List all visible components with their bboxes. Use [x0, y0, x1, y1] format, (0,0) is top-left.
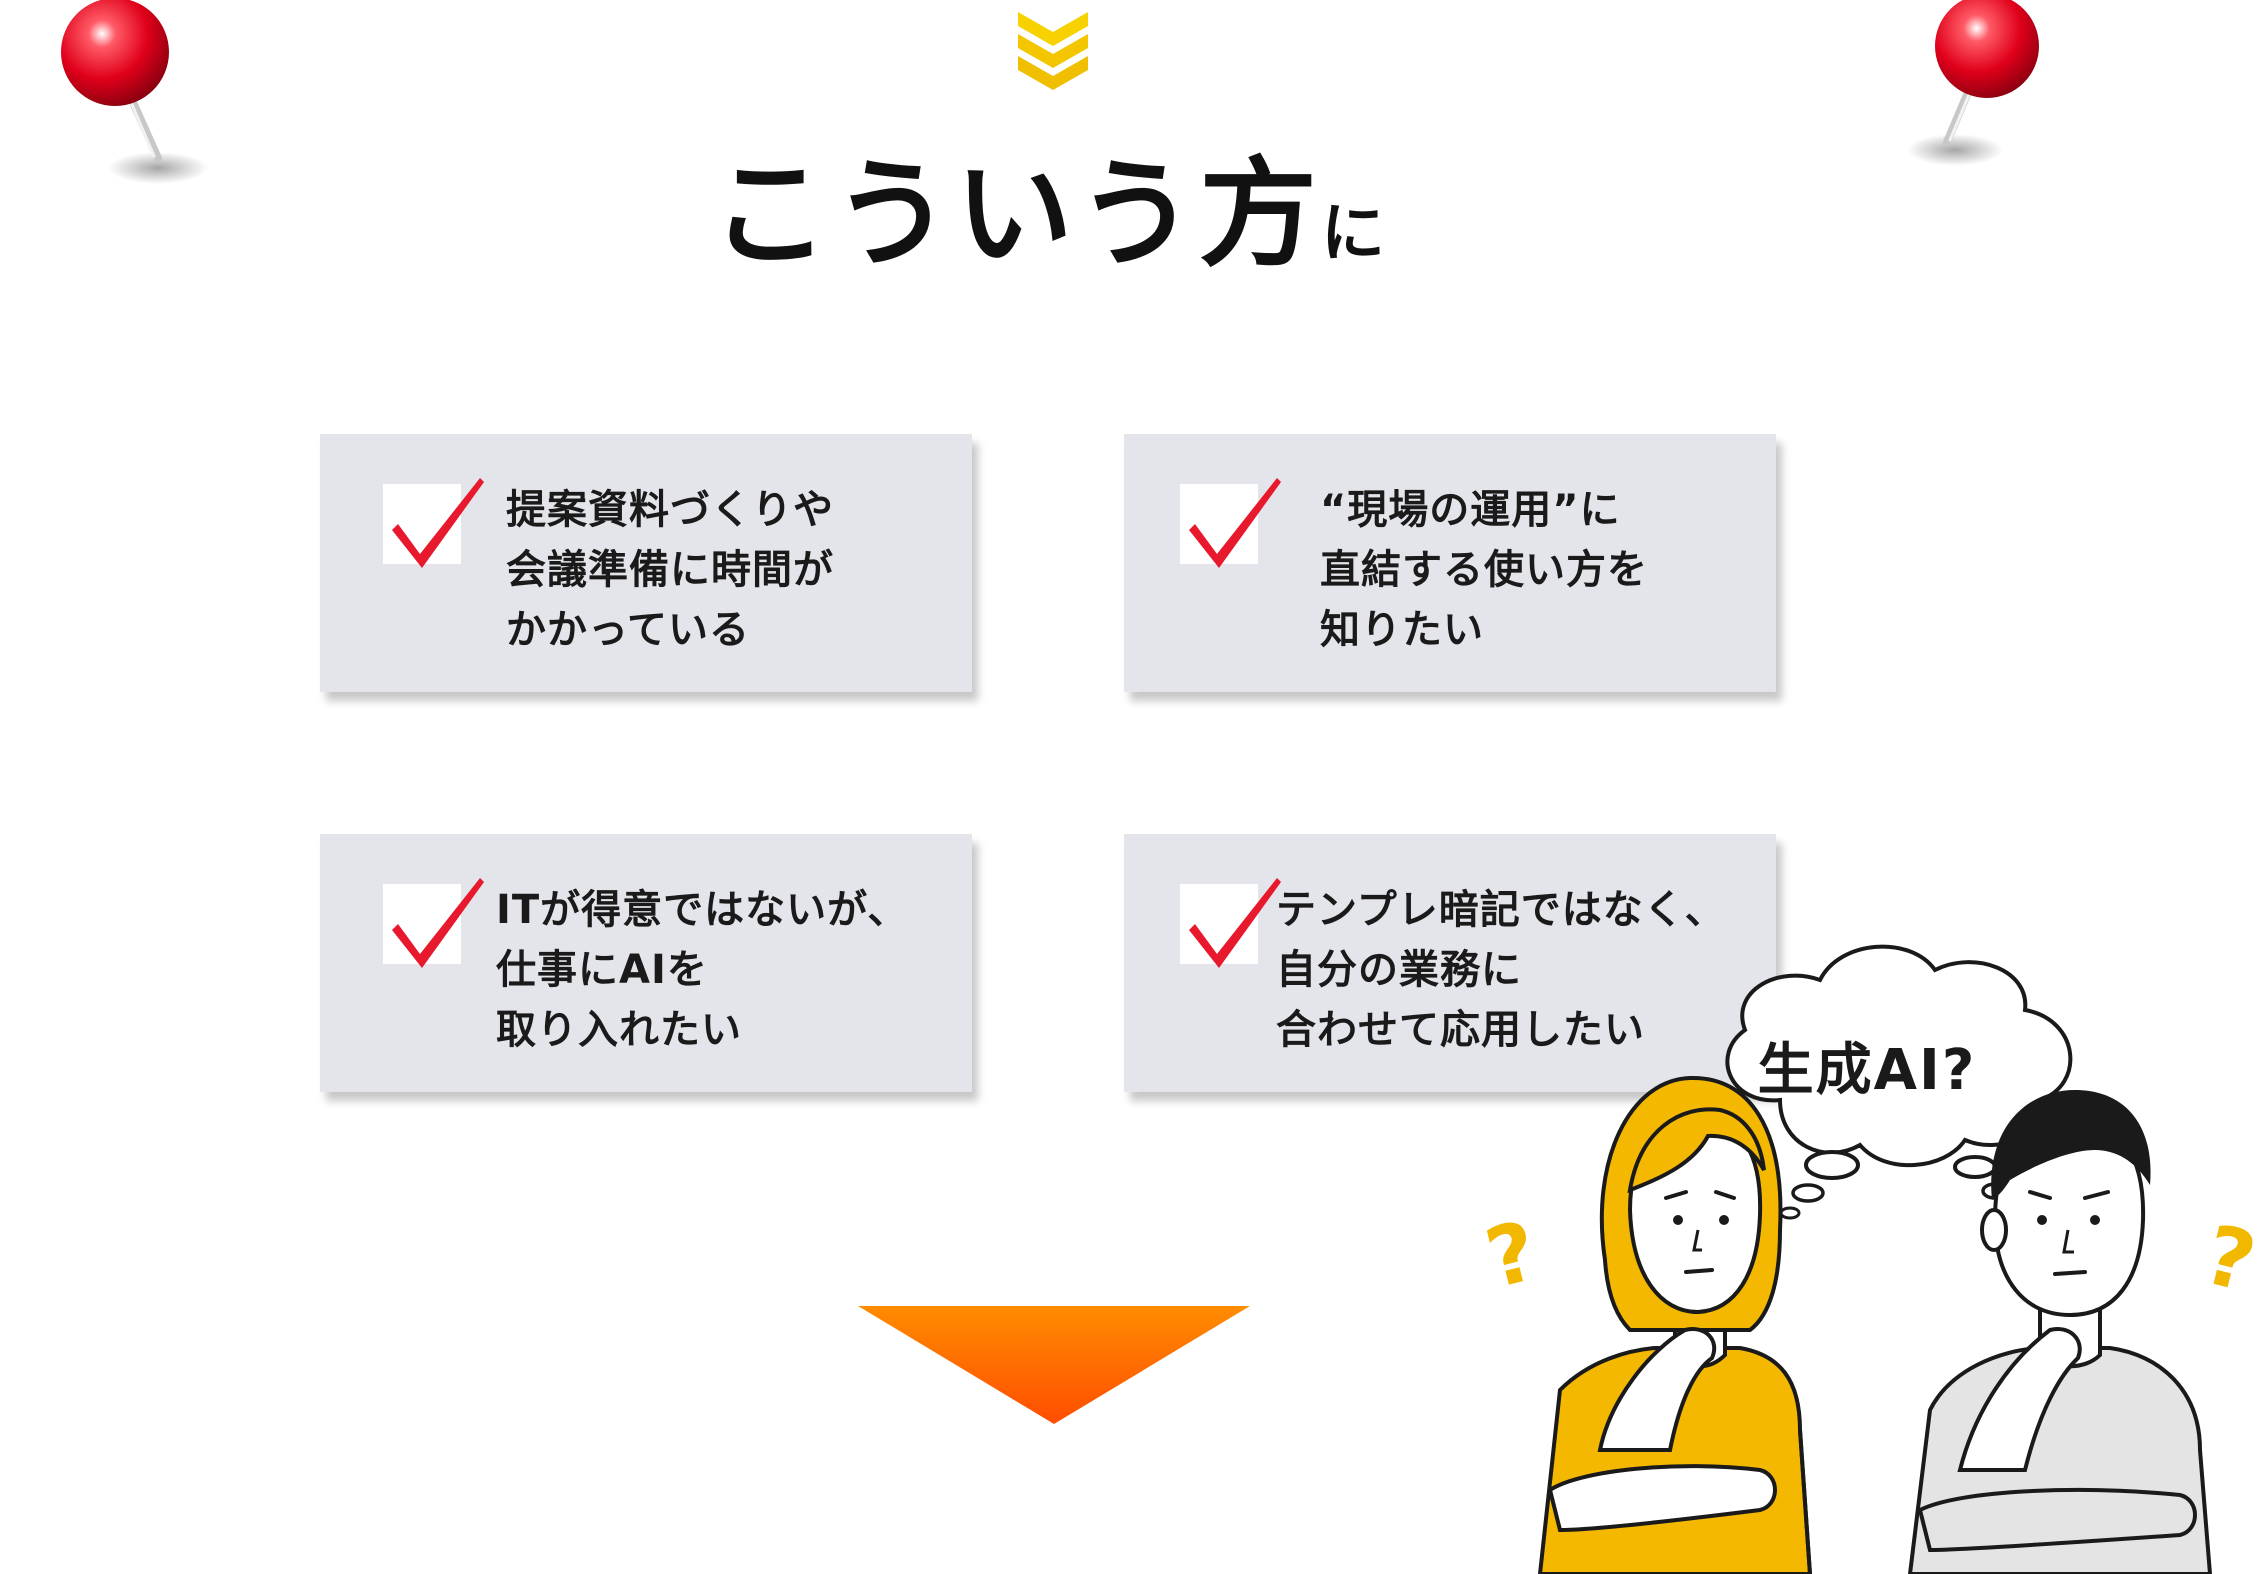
check-icon: [383, 478, 484, 568]
arrow-down-icon: [858, 1306, 1250, 1424]
card-text: テンプレ暗記ではなく、 自分の業務に 合わせて応用したい: [1276, 887, 1726, 1053]
thought-bubble-text: 生成AI?: [1757, 1038, 1977, 1103]
card-text: “現場の運用”に 直結する使い方を 知りたい: [1320, 487, 1648, 653]
card-text: 提案資料づくりや 会議準備に時間が かかっている: [506, 487, 834, 653]
push-pin-icon-left: [61, 0, 208, 184]
target-card-1: 提案資料づくりや 会議準備に時間が かかっている: [320, 434, 972, 692]
check-icon: [1180, 878, 1281, 968]
target-card-4: テンプレ暗記ではなく、 自分の業務に 合わせて応用したい: [1124, 834, 1776, 1092]
people-illustration: [1537, 1075, 2213, 1574]
page-title-suffix: に: [1321, 197, 1389, 271]
target-card-2: “現場の運用”に 直結する使い方を 知りたい: [1124, 434, 1776, 692]
thought-bubble: [1725, 944, 2073, 1220]
page-title-main: こういう方: [710, 145, 1321, 283]
page-title: こういう方に: [0, 118, 2100, 289]
woman-figure: [1537, 1075, 1813, 1574]
check-icon: [383, 878, 484, 968]
man-figure: [1907, 1090, 2213, 1574]
target-card-3: ITが得意ではないが、 仕事にAIを 取り入れたい: [320, 834, 972, 1092]
chevron-down-icon: [1018, 12, 1088, 90]
check-icon: [1180, 478, 1281, 568]
push-pin-icon-right: [1907, 0, 2039, 166]
card-text: ITが得意ではないが、 仕事にAIを 取り入れたい: [496, 887, 909, 1053]
